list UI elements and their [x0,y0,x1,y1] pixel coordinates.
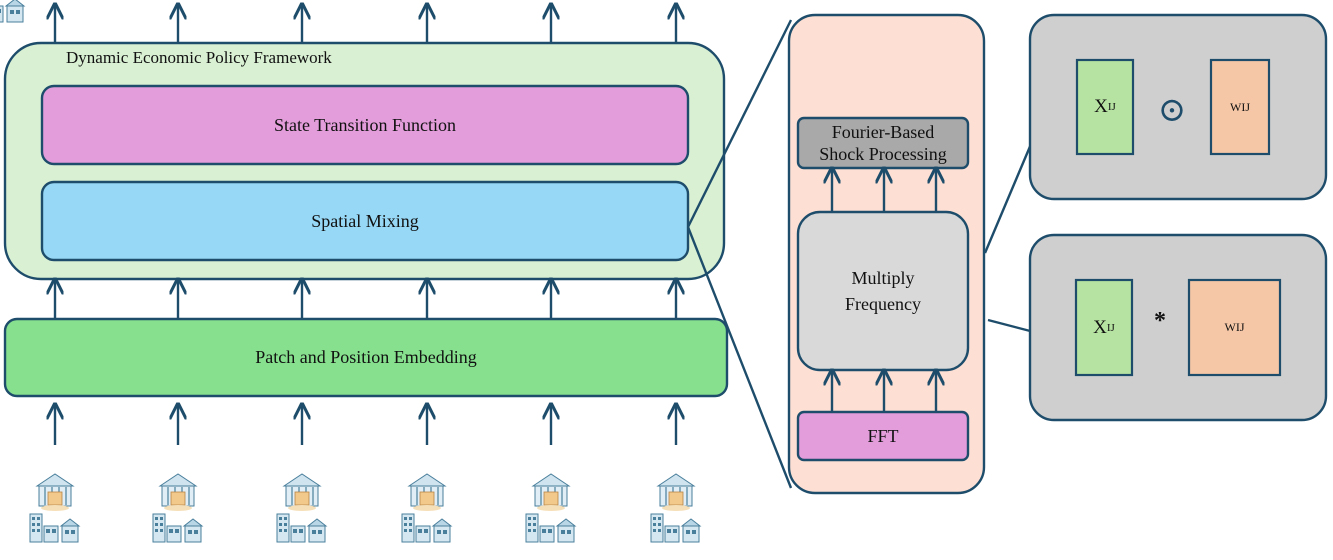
bank-building-icon [0,0,26,23]
bank-building-icon [152,473,203,543]
input-arrows [55,406,676,445]
x-subscript: IJ [1107,101,1116,113]
multiply-frequency-label: Multiply Frequency [798,212,968,370]
bank-building-icon [525,473,576,543]
shock-processing-line1: Fourier-Based [831,122,935,142]
multiply-line1: Multiply [851,268,915,288]
w-ij-label: WIJ [1224,320,1245,334]
output-arrows [55,6,676,43]
x-subscript: IJ [1106,321,1115,334]
w-ij-label: WIJ [1230,99,1250,114]
bank-building-icon [650,473,701,543]
patch-embedding-label: Patch and Position Embedding [255,347,477,367]
x-base: X [1094,96,1108,117]
w-matrix-box [1187,278,1282,377]
state-transition-label: State Transition Function [273,114,457,135]
zoom-line-top [686,19,793,228]
multiply-line2: Frequency [845,294,921,314]
fft-label: FFT [867,425,899,446]
state-transition-block [40,84,690,166]
connector-top-op [983,136,1036,254]
bank-building-icon [29,473,80,543]
bank-building-icon [401,473,452,543]
convolution-operator: * [1154,307,1166,334]
detail-arrows-upper [832,170,936,211]
x-base: X [1093,316,1107,338]
shock-processing-label: Fourier-Based Shock Processing [798,119,968,167]
zoom-line-bottom [686,226,793,489]
embedding-arrows [55,281,676,318]
patch-embedding-block [3,317,729,398]
x-matrix-box [1075,58,1135,156]
convolution-op-panel [1028,233,1328,422]
detail-arrows-lower [832,372,936,411]
w-matrix-box [1209,58,1271,156]
bank-building-icon [276,473,327,543]
hadamard-operator: ⊙ [1157,92,1187,129]
framework-title: Dynamic Economic Policy Framework [66,48,332,67]
spatial-mixing-block [40,180,690,262]
spatial-mixing-label: Spatial Mixing [311,210,419,231]
shock-processing-line2: Shock Processing [819,144,947,164]
x-matrix-box [1074,278,1134,377]
connector-bottom-op [987,318,1035,334]
fft-block [796,410,970,462]
